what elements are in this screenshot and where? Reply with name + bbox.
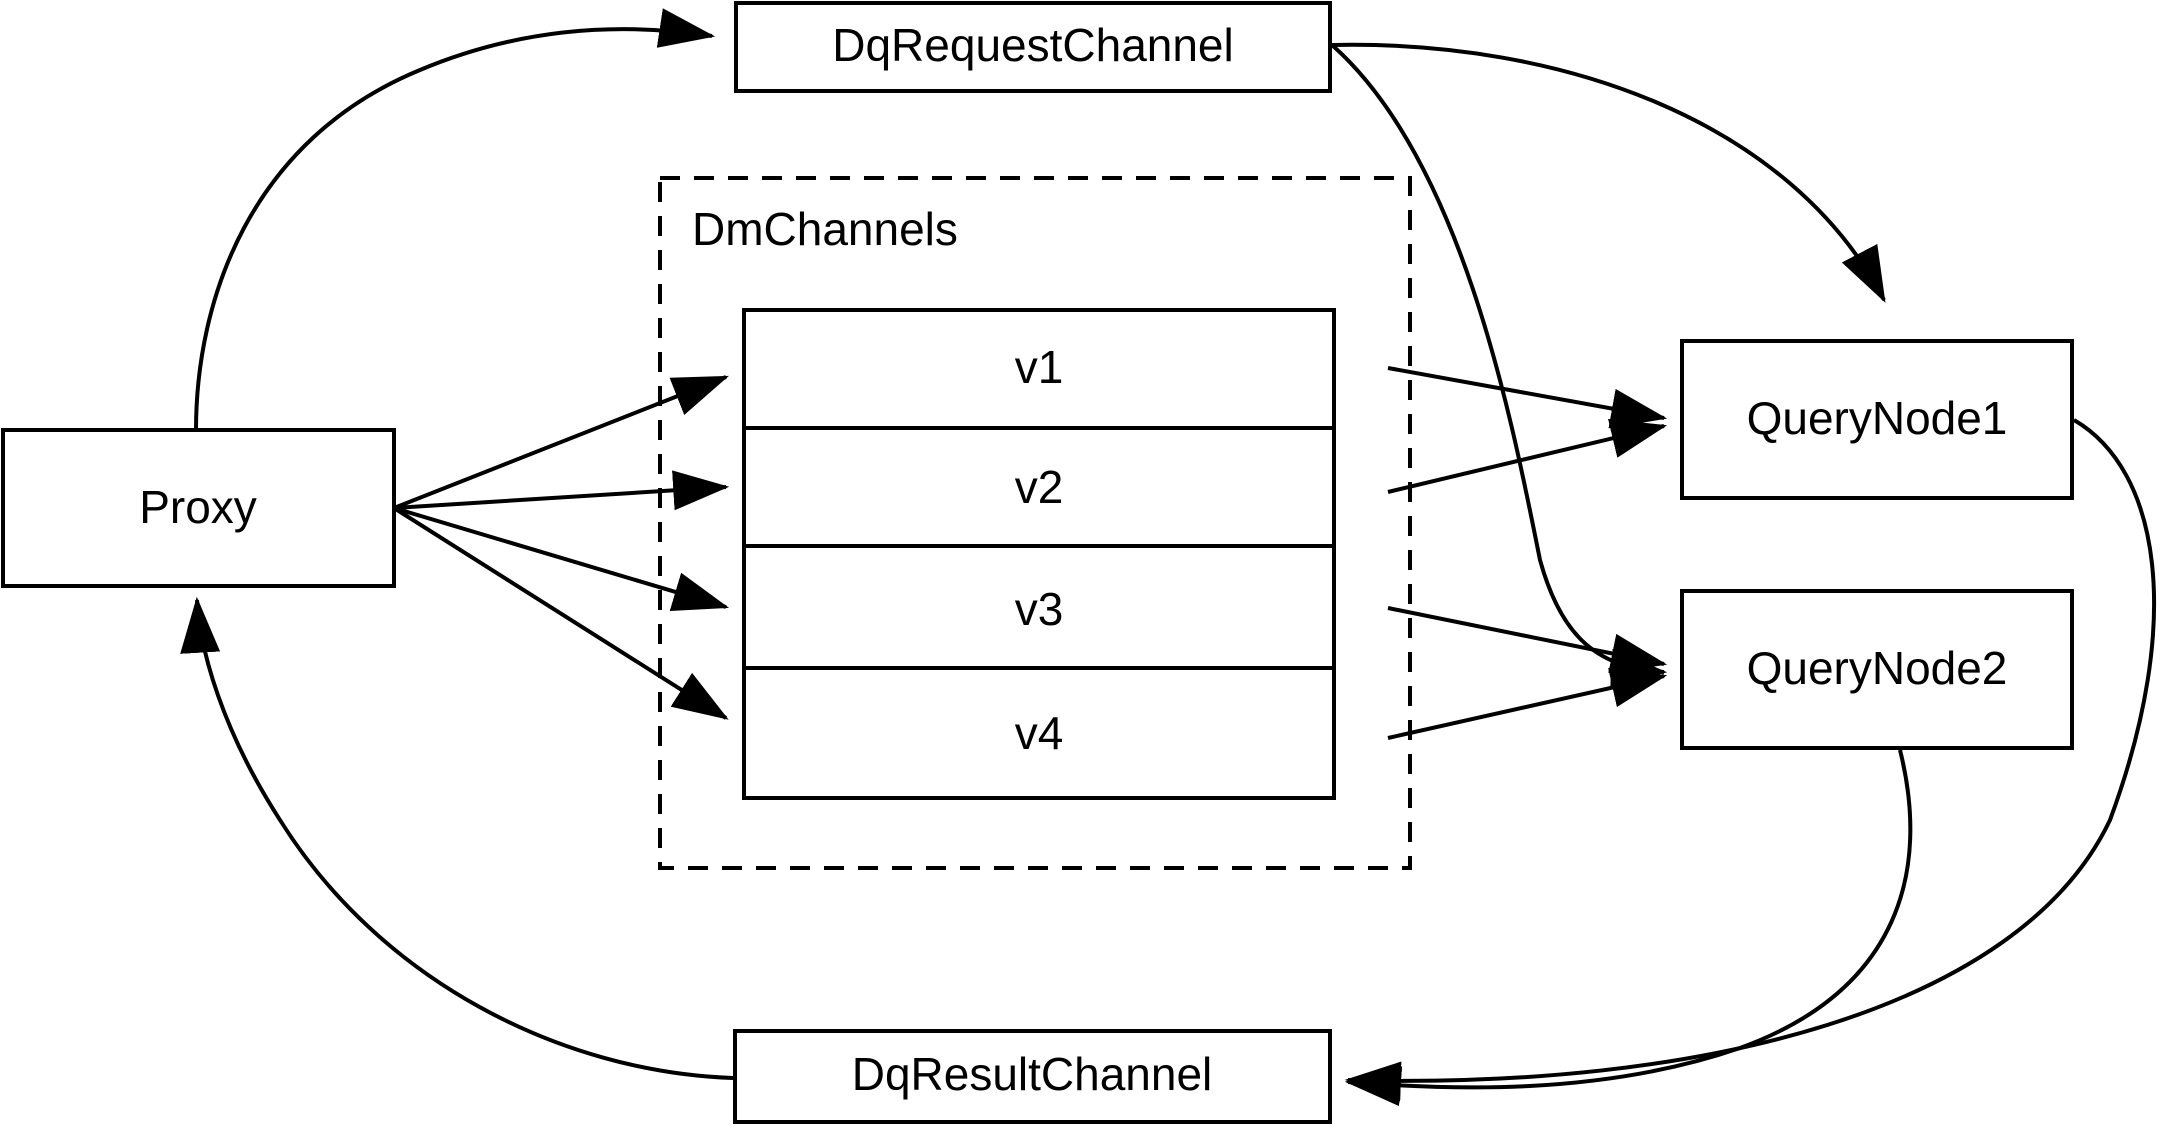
edge-v4-to-querynode2 [1387, 668, 1668, 740]
node-querynode2-box[interactable] [1680, 589, 2074, 750]
node-querynode1-label: QueryNode1 [1747, 392, 2008, 444]
edge-proxy-to-v3 [393, 506, 730, 612]
edge-proxy-to-v4 [392, 506, 729, 720]
node-dqresultchannel-label: DqResultChannel [852, 1048, 1213, 1100]
edge-dqrequestchannel-to-querynode2 [1330, 43, 1668, 689]
edge-querynode1-to-dqresultchannel [1344, 418, 2157, 1102]
edge-v1-to-querynode1 [1387, 366, 1668, 429]
edge-proxy-to-dqrequestchannel [194, 8, 716, 431]
edge-dqresultchannel-to-proxy [180, 596, 734, 1080]
channel-row-v2-label: v2 [1015, 461, 1064, 513]
edge-dqrequestchannel-to-querynode1 [1331, 42, 1886, 303]
node-dqrequestchannel-label: DqRequestChannel [832, 19, 1234, 71]
edge-v2-to-querynode1 [1387, 418, 1668, 494]
edge-proxy-to-v1 [393, 375, 729, 510]
channel-row-v3-label: v3 [1015, 583, 1064, 635]
dmchannels-group-label: DmChannels [692, 203, 958, 255]
node-dqrequestchannel-box[interactable] [734, 1, 1332, 93]
edge-querynode2-to-dqresultchannel [1344, 749, 1913, 1107]
node-proxy-box[interactable] [1, 428, 396, 588]
edge-proxy-to-v2 [393, 470, 730, 511]
node-proxy-label: Proxy [139, 481, 257, 533]
channel-row-v4-label: v4 [1015, 707, 1064, 759]
dmchannels-group-box [658, 176, 1412, 870]
channel-row-v1-label: v1 [1015, 341, 1064, 393]
channel-rows-box [742, 308, 1336, 800]
node-querynode1-box[interactable] [1680, 339, 2074, 500]
edge-v3-to-querynode2 [1387, 606, 1668, 674]
node-querynode2-label: QueryNode2 [1747, 642, 2008, 694]
node-dqresultchannel-box[interactable] [733, 1029, 1332, 1124]
